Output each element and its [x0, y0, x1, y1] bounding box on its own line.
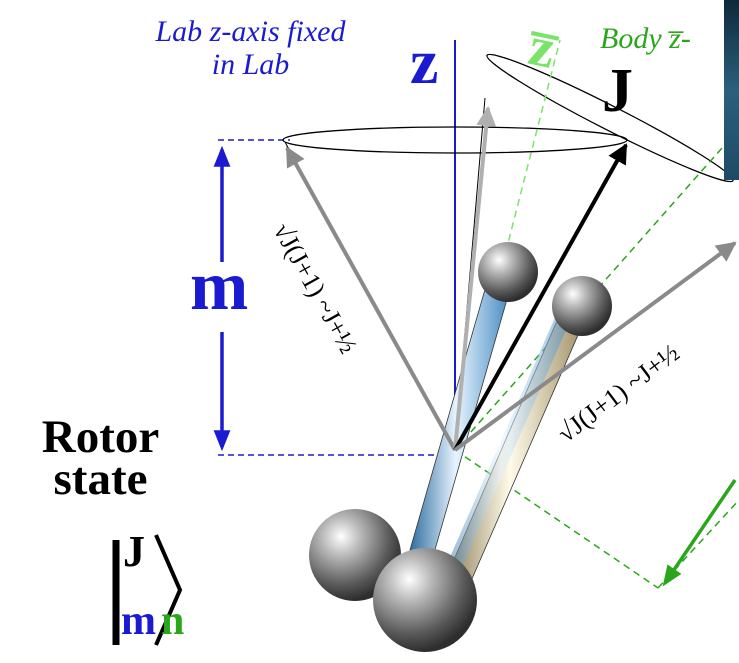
ket-n-label: n — [161, 598, 185, 644]
J-vector-left — [285, 146, 457, 451]
body-precession-cone-rim — [486, 53, 734, 183]
J-vector-right — [453, 241, 737, 452]
rotor-ball-top-left — [478, 242, 538, 302]
J-vector — [453, 143, 628, 451]
J-label: J — [602, 57, 633, 125]
rotor-state-line2: state — [53, 453, 148, 505]
ket-right-angle — [154, 534, 183, 646]
lab-axis-note: Lab z-axis fixed in Lab — [108, 15, 393, 81]
lab-axis-note-line2: in Lab — [211, 48, 290, 81]
lab-axis-note-line1: Lab z-axis fixed — [155, 15, 346, 48]
rotor-ball-top-right — [552, 276, 612, 336]
corner-image-fragment — [724, 0, 739, 180]
body-axis-note: Body z̅- — [600, 22, 691, 55]
rotor-ball-bottom-right — [373, 548, 477, 652]
lab-z-label: z — [410, 26, 439, 97]
ket-m-label: m — [121, 598, 156, 644]
rotor-state-label: Rotor state — [18, 411, 183, 505]
body-z-axis — [454, 39, 561, 451]
body-projection-dashed-2 — [657, 499, 739, 589]
ket-J-label: J — [123, 527, 145, 576]
n-projection-arrow — [662, 479, 737, 587]
rotor-state-line1: Rotor — [41, 411, 160, 463]
m-label: m — [190, 248, 249, 325]
J-vector-light — [453, 106, 497, 451]
